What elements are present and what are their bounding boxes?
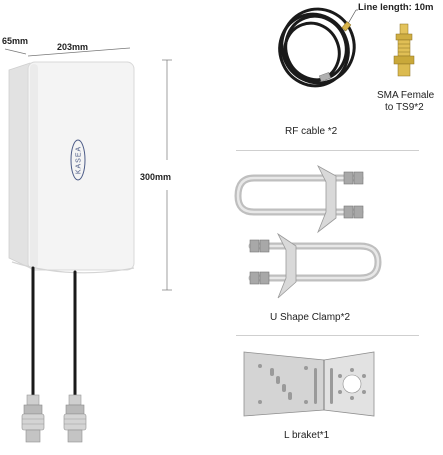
- u-clamp-illustration: [234, 165, 382, 299]
- divider-middle: [236, 335, 419, 336]
- width-dimension-label: 203mm: [57, 42, 89, 52]
- line-length-label: Line length: 10m: [358, 2, 434, 13]
- divider-top: [236, 150, 419, 151]
- depth-dimension-label: 65mm: [2, 36, 29, 46]
- antenna-front-face: [27, 61, 135, 271]
- u-clamp-top: [234, 165, 364, 234]
- n-connector-left: [21, 394, 45, 443]
- adapter-caption-line1: SMA Female: [377, 90, 435, 101]
- dimension-lines: [4, 47, 172, 291]
- antenna-illustration: KASEA: [4, 47, 172, 443]
- height-dimension-label: 300mm: [140, 172, 172, 182]
- rf-cable-coil: [278, 7, 358, 88]
- antenna-side-face: [8, 62, 31, 269]
- brand-text: KASEA: [76, 146, 83, 174]
- antenna-cables: [31, 266, 77, 397]
- u-clamp-bottom: [248, 232, 382, 299]
- rf-cable-caption: RF cable *2: [285, 126, 338, 137]
- sma-adapter: [393, 23, 415, 77]
- kasea-logo: KASEA: [70, 139, 86, 181]
- adapter-caption-line2: to TS9*2: [385, 102, 424, 113]
- l-bracket-caption: L braket*1: [284, 430, 330, 441]
- n-connector-right: [63, 394, 87, 443]
- u-clamp-caption: U Shape Clamp*2: [270, 312, 351, 323]
- star-cutout: [342, 374, 362, 394]
- l-bracket-illustration: [243, 351, 375, 417]
